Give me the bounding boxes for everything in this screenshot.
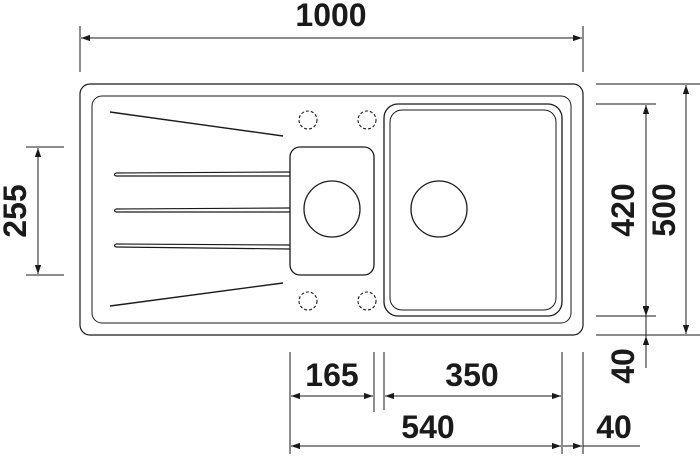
overall-width-label: 1000 [295, 0, 366, 33]
dimension-bottom-rim-offset: 40 [605, 300, 650, 384]
small-bowl-depth-label: 255 [0, 184, 33, 237]
dimension-small-bowl-depth: 255 [0, 146, 64, 276]
combined-width-label: 540 [401, 409, 454, 445]
tap-hole-icon [298, 110, 318, 130]
large-bowl-inner [389, 109, 557, 311]
tap-hole-knockouts [298, 110, 377, 311]
right-rim-offset-label: 40 [596, 409, 632, 445]
sink-outer-rim [79, 83, 584, 336]
small-bowl-width-label: 165 [305, 357, 358, 393]
dimension-combined-width: 540 [291, 409, 561, 450]
drainer-rib [113, 243, 291, 250]
tap-hole-icon [357, 291, 377, 311]
overall-depth-label: 500 [646, 183, 682, 236]
large-bowl-drain [410, 180, 468, 238]
large-bowl-depth-label: 420 [605, 183, 641, 236]
small-bowl [289, 146, 375, 276]
drainer-rib [113, 171, 291, 177]
sink-outline [79, 83, 584, 336]
tap-hole-icon [298, 291, 318, 311]
drainer-board [109, 111, 291, 307]
small-bowl-drain [303, 180, 361, 238]
dimension-right-rim-offset: 40 [563, 409, 640, 450]
bowl-extension-lines [289, 352, 584, 454]
sink-inner-rim [91, 95, 572, 324]
dimension-overall-width: 1000 [79, 0, 584, 72]
drainer-bottom-edge [109, 282, 284, 307]
dimension-large-bowl-width: 350 [385, 357, 561, 400]
drainer-top-edge [109, 111, 284, 137]
large-bowl-width-label: 350 [445, 357, 498, 393]
drainer-rib [113, 207, 291, 213]
dimension-small-bowl-width: 165 [291, 357, 373, 400]
large-bowl [383, 103, 563, 317]
large-bowl-outer [383, 103, 563, 317]
dimension-overall-depth: 500 [596, 83, 700, 336]
small-bowl-outline [289, 146, 375, 276]
bottom-rim-offset-label: 40 [605, 348, 641, 384]
tap-hole-icon [357, 110, 377, 130]
